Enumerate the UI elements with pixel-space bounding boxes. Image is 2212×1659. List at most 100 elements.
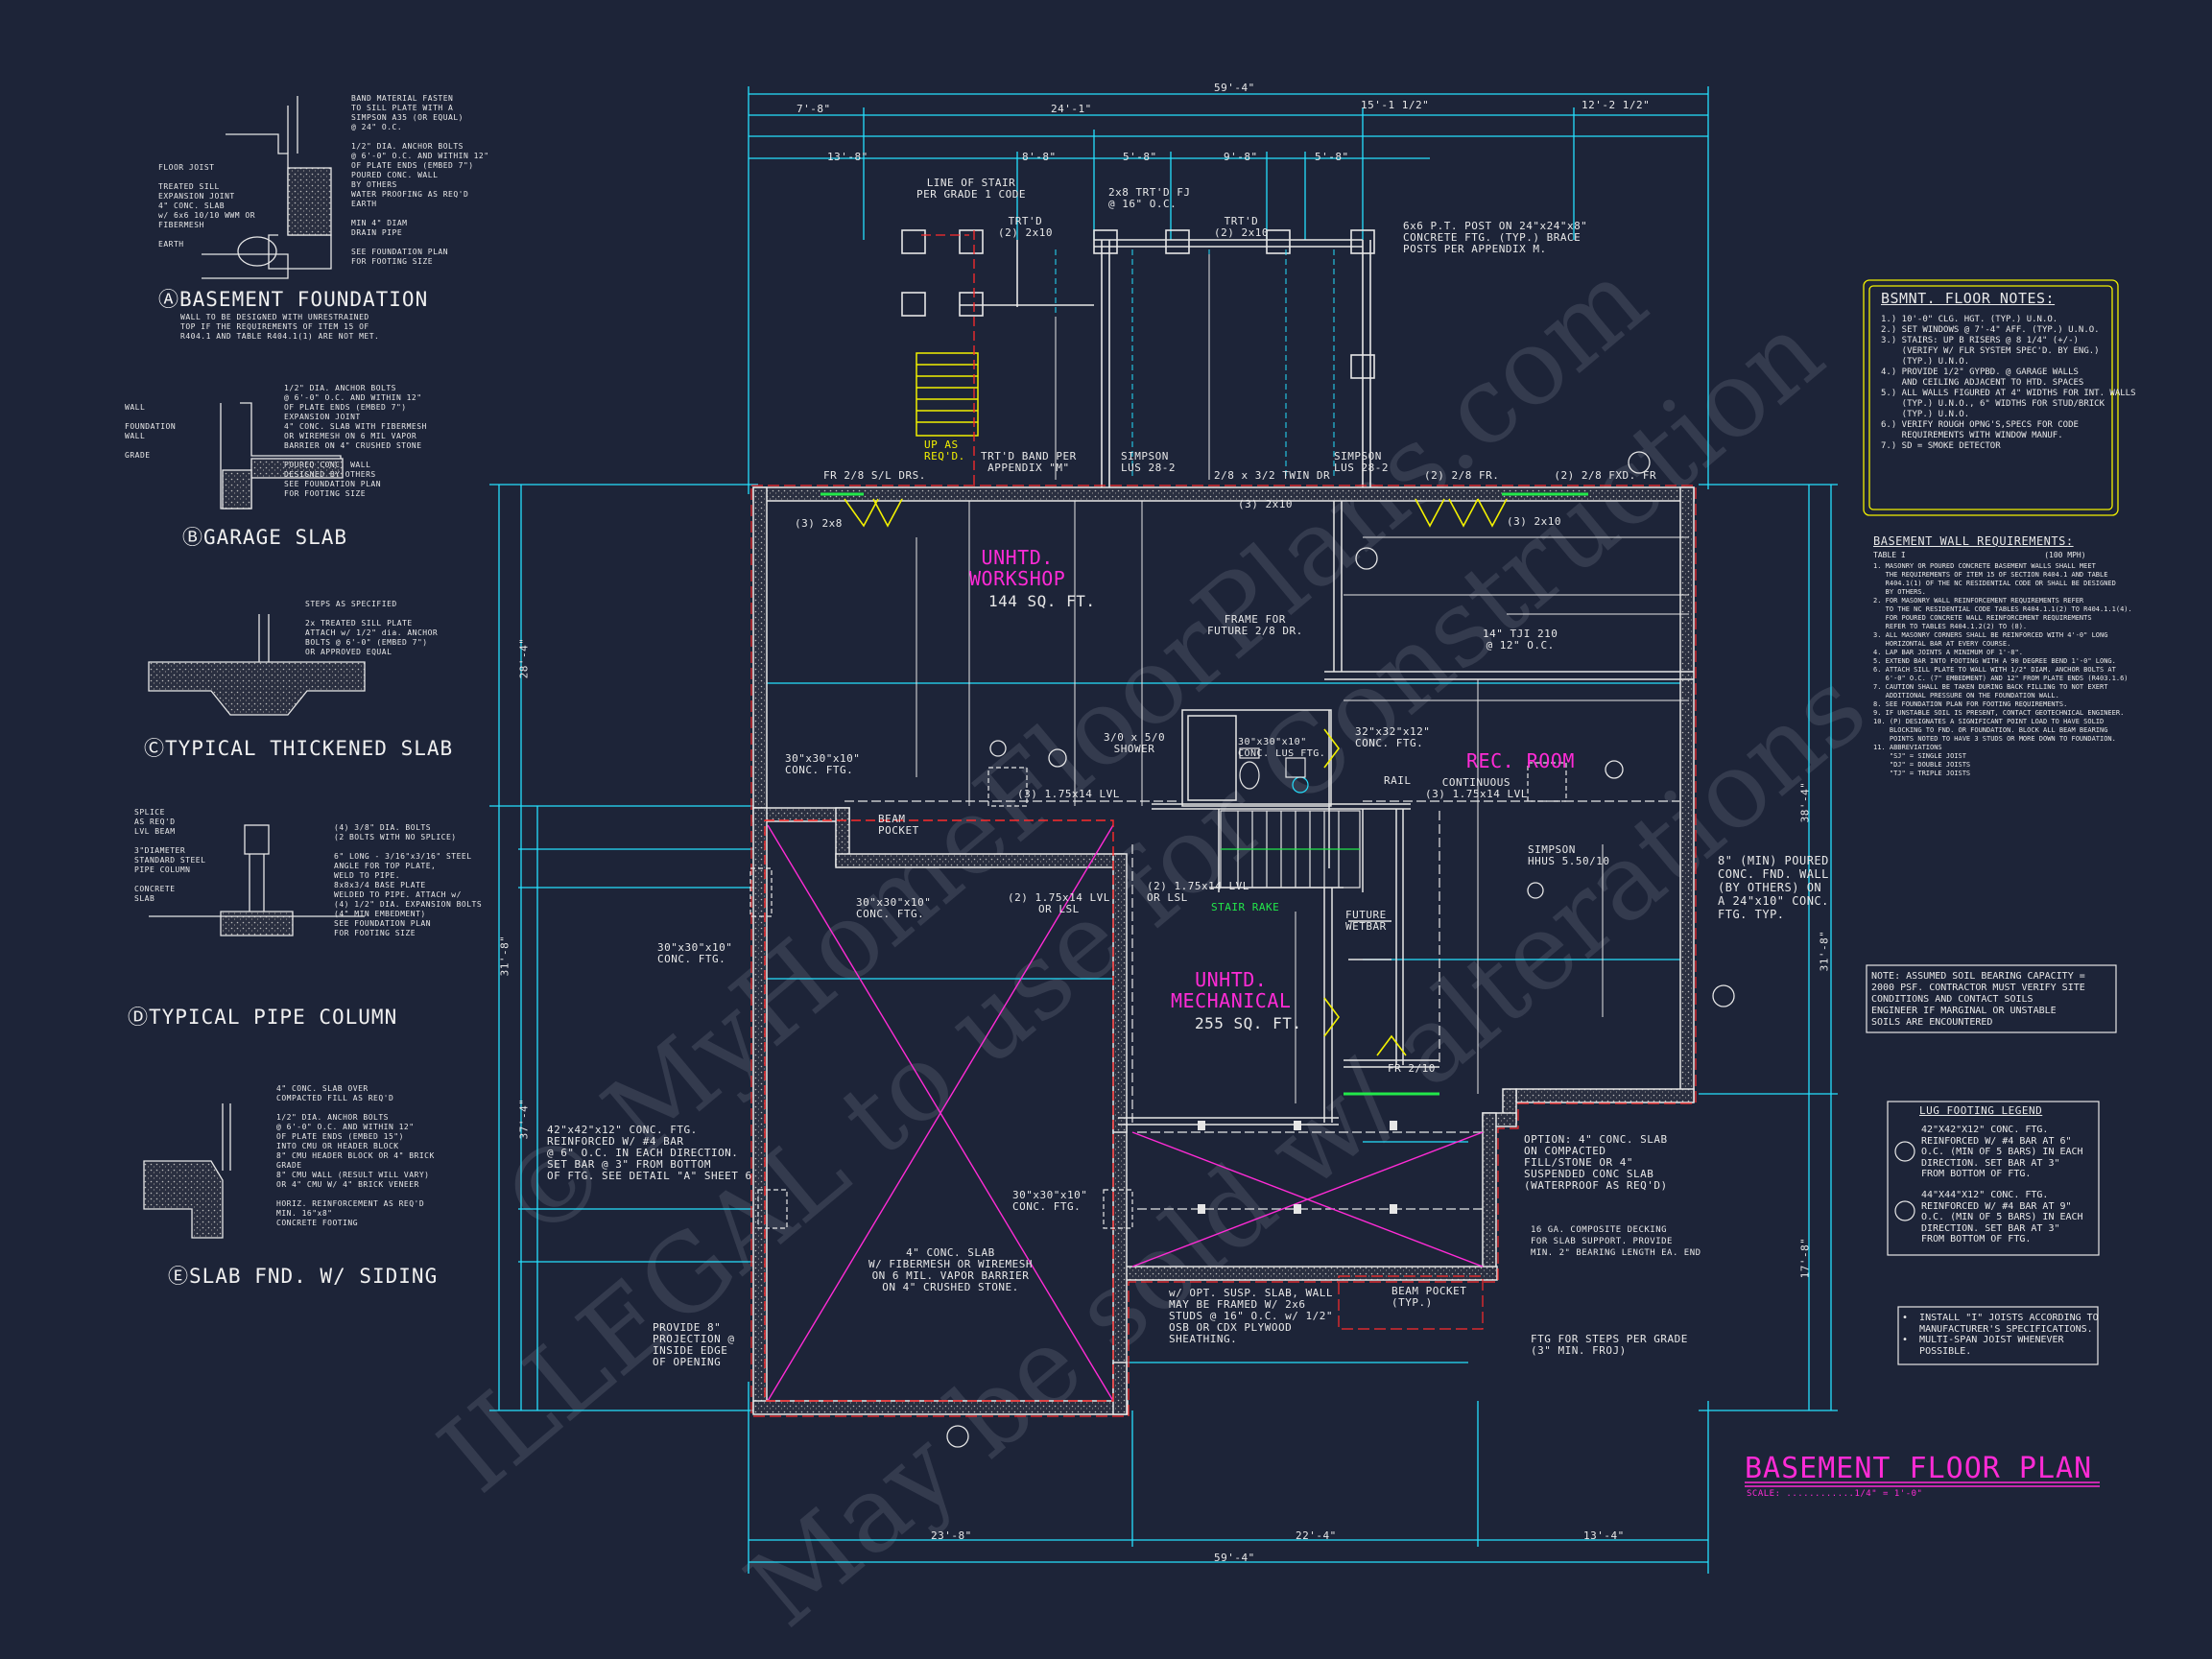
dim-bot-b: 22'-4" bbox=[1296, 1529, 1337, 1542]
wall-req-title: BASEMENT WALL REQUIREMENTS: bbox=[1873, 534, 2074, 548]
detail-e-title: ⒺSLAB FND. W/ SIDING bbox=[168, 1265, 439, 1288]
dim-bot-a: 23'-8" bbox=[931, 1529, 972, 1542]
beams-dashed bbox=[844, 800, 1679, 1210]
soil-note: NOTE: ASSUMED SOIL BEARING CAPACITY = 20… bbox=[1871, 971, 2085, 1028]
trtd-fj: 2x8 TRT'D FJ @ 16" O.C. bbox=[1108, 186, 1191, 210]
dim-right-b: 31'-8" bbox=[1818, 930, 1831, 972]
detail-d-labels: (4) 3/8" DIA. BOLTS (2 BOLTS WITH NO SPL… bbox=[334, 823, 483, 937]
beam-pocket-2: BEAM POCKET (TYP.) bbox=[1391, 1285, 1467, 1309]
bath-fixtures bbox=[1239, 747, 1309, 794]
option-slab: OPTION: 4" CONC. SLAB ON COMPACTED FILL/… bbox=[1524, 1133, 1668, 1192]
watermark-graphic: © MyHomeFloorPlans.com ILLEGAL to use fo… bbox=[416, 237, 1888, 1650]
bsmt-notes-title: BSMNT. FLOOR NOTES: bbox=[1881, 290, 2056, 307]
ftg30-4: 30"x30"x10" CONC. FTG. bbox=[1012, 1189, 1088, 1213]
dim-right-a: 38'-4" bbox=[1798, 781, 1812, 823]
workshop-name: UNHTD. WORKSHOP bbox=[969, 546, 1066, 590]
trtd-210-a: TRT'D (2) 2x10 bbox=[998, 215, 1053, 239]
band-label: TRT'D BAND PER APPENDIX "M" bbox=[981, 450, 1077, 474]
lvl-lsl-2: (2) 1.75x14 LVL OR LSL bbox=[1147, 880, 1249, 904]
continuous: CONTINUOUS (3) 1.75x14 LVL bbox=[1425, 776, 1528, 800]
rear-deck bbox=[901, 229, 1375, 489]
future-wetbar: FUTURE WETBAR bbox=[1345, 909, 1387, 933]
detail-c-labels: STEPS AS SPECIFIED 2x TREATED SILL PLATE… bbox=[305, 600, 439, 656]
lus-ftg: 30"x30"x10" CONC. LUS FTG. bbox=[1238, 737, 1326, 759]
ftg42: 42"x42"x12" CONC. FTG. REINFORCED W/ #4 … bbox=[547, 1124, 752, 1182]
dim-top-h: 9'-8" bbox=[1224, 151, 1258, 163]
tji-notes: • INSTALL "I" JOISTS ACCORDING TO MANUFA… bbox=[1902, 1313, 2099, 1357]
span-arrows bbox=[916, 254, 1689, 1103]
ftg30-1: 30"x30"x10" CONC. FTG. bbox=[785, 752, 861, 776]
poured-wall: 8" (MIN) POURED CONC. FND. WALL (BY OTHE… bbox=[1718, 854, 1829, 921]
dim-right-c: 17'-8" bbox=[1798, 1237, 1812, 1279]
dim-top-g: 5'-8" bbox=[1123, 151, 1157, 163]
tji-label: 14" TJI 210 @ 12" O.C. bbox=[1483, 628, 1558, 652]
detail-sketches bbox=[143, 96, 366, 1239]
dim-bot-overall: 59'-4" bbox=[1214, 1552, 1255, 1564]
detail-e-labels: 4" CONC. SLAB OVER COMPACTED FILL AS REQ… bbox=[276, 1084, 435, 1227]
dim-bot-c: 13'-4" bbox=[1583, 1529, 1625, 1542]
dim-top-overall: 59'-4" bbox=[1214, 82, 1255, 94]
grid-bubbles bbox=[946, 451, 1735, 1448]
deck-joists bbox=[1055, 249, 1335, 480]
up-as-reqd: UP AS REQ'D. bbox=[924, 438, 965, 462]
fr210: FR 2/10 bbox=[1388, 1062, 1436, 1075]
lug-legend-f1: 42"X42"X12" CONC. FTG. REINFORCED W/ #4 … bbox=[1921, 1125, 2083, 1179]
ftg32: 32"x32"x12" CONC. FTG. bbox=[1355, 725, 1431, 749]
shower: 3/0 x 5/0 SHOWER bbox=[1104, 731, 1166, 755]
foundation-walls bbox=[752, 486, 1695, 1415]
dim-top-b: 24'-1" bbox=[1051, 103, 1092, 115]
detail-a-mark: FLOOR JOIST TREATED SILL EXPANSION JOINT… bbox=[158, 163, 256, 249]
interior-stair bbox=[1220, 810, 1361, 889]
ftg30-2: 30"x30"x10" CONC. FTG. bbox=[856, 896, 932, 920]
dim-top-c: 15'-1 1/2" bbox=[1361, 99, 1430, 111]
dim-top-d: 12'-2 1/2" bbox=[1582, 99, 1651, 111]
frame-for: FRAME FOR FUTURE 2/8 DR. bbox=[1207, 613, 1303, 637]
sheet-title: BASEMENT FLOOR PLAN bbox=[1745, 1452, 2093, 1485]
detail-b-title: ⒷGARAGE SLAB bbox=[182, 526, 348, 549]
doors bbox=[844, 498, 1508, 1056]
sheet-scale: SCALE: ............1/4" = 1'-0" bbox=[1747, 1489, 1923, 1499]
ftg30-3: 30"x30"x10" CONC. FTG. bbox=[657, 941, 733, 965]
decking: 16 GA. COMPOSITE DECKING FOR SLAB SUPPOR… bbox=[1531, 1225, 1701, 1258]
bsmt-notes-body: 1.) 10'-0" CLG. HGT. (TYP.) U.N.O. 2.) S… bbox=[1881, 315, 2136, 451]
detail-b-labels: 1/2" DIA. ANCHOR BOLTS @ 6'-0" O.C. AND … bbox=[284, 384, 427, 498]
stair-rake: STAIR RAKE bbox=[1211, 901, 1280, 913]
susp-slab: w/ OPT. SUSP. SLAB, WALL MAY BE FRAMED W… bbox=[1169, 1287, 1333, 1345]
simpson-1: SIMPSON LUS 28-2 bbox=[1121, 450, 1176, 474]
provide-projection: PROVIDE 8" PROJECTION @ INSIDE EDGE OF O… bbox=[653, 1321, 735, 1368]
title-underline bbox=[1745, 1481, 2100, 1487]
detail-a-note: WALL TO BE DESIGNED WITH UNRESTRAINED TO… bbox=[180, 313, 380, 341]
dimension-lines bbox=[489, 86, 1838, 1574]
wall-red-outline bbox=[750, 485, 1697, 1417]
wall-req-sub: TABLE I (100 MPH) bbox=[1873, 551, 2086, 559]
detail-a-title: ⒶBASEMENT FOUNDATION bbox=[158, 288, 429, 311]
mechanical-name: UNHTD. MECHANICAL bbox=[1171, 968, 1292, 1012]
beam-pocket: BEAM POCKET bbox=[878, 813, 919, 837]
dim-left-c: 31'-8" bbox=[498, 935, 511, 977]
simpson-hus: SIMPSON HHUS 5.50/10 bbox=[1528, 843, 1610, 867]
detail-b-mark: WALL FOUNDATION WALL GRADE bbox=[125, 403, 177, 460]
joist-lines bbox=[968, 501, 1689, 1094]
detail-c-title: ⒸTYPICAL THICKENED SLAB bbox=[144, 737, 454, 760]
note-boxes bbox=[1863, 279, 2119, 516]
twin-door: 2/8 x 3/2 TWIN DR bbox=[1214, 469, 1331, 482]
wall-req-body: 1. MASONRY OR POURED CONCRETE BASEMENT W… bbox=[1873, 562, 2132, 777]
line-of-stair: LINE OF STAIR PER GRADE 1 CODE bbox=[916, 177, 1026, 201]
post-note: 6x6 P.T. POST ON 24"x24"x8" CONCRETE FTG… bbox=[1403, 220, 1588, 255]
dim-top-a: 7'-8" bbox=[797, 103, 831, 115]
footings bbox=[749, 762, 1567, 1229]
lvl-left: (3) 1.75x14 LVL bbox=[1017, 788, 1120, 800]
lug-legend-f2: 44"X44"X12" CONC. FTG. REINFORCED W/ #4 … bbox=[1921, 1190, 2083, 1244]
dim-top-i: 5'-8" bbox=[1315, 151, 1349, 163]
dim-top-e: 13'-8" bbox=[827, 151, 868, 163]
lvl-lsl: (2) 1.75x14 LVL OR LSL bbox=[1008, 891, 1110, 915]
workshop-area: 144 SQ. FT. bbox=[988, 592, 1096, 610]
dim-left-a: 28'-4" bbox=[517, 637, 531, 679]
w-2x10-a: (3) 2x10 bbox=[1238, 498, 1293, 510]
fr-right: (2) 2/8 FR. (2) 2/8 FXD. FR bbox=[1424, 469, 1657, 482]
lug-legend-title: LUG FOOTING LEGEND bbox=[1919, 1104, 2043, 1117]
rec-room: REC. ROOM bbox=[1466, 749, 1575, 772]
w-3x8: (3) 2x8 bbox=[795, 517, 843, 530]
dim-left-b: 37'-4" bbox=[517, 1098, 531, 1140]
